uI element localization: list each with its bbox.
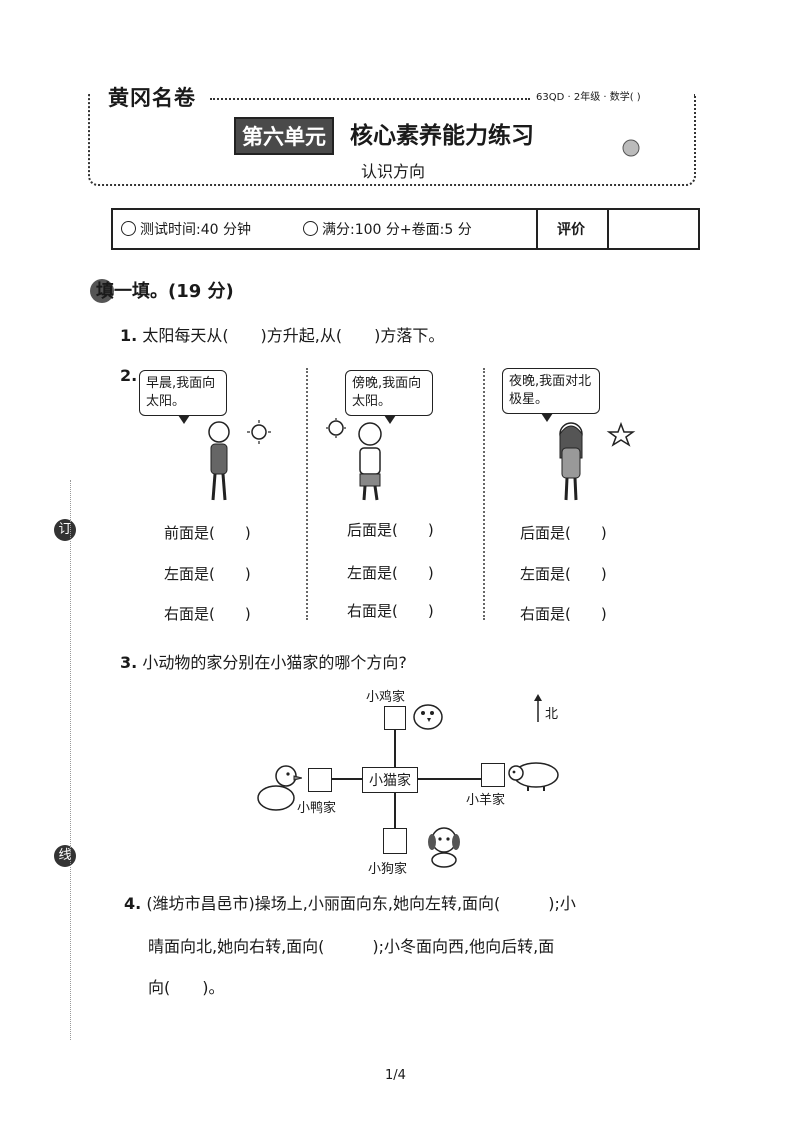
question-1: 1. 太阳每天从( )方升起,从( )方落下。 [120,326,445,345]
section-title: 填一填。(19 分) [96,281,234,302]
page-number: 1/4 [385,1068,406,1083]
question-4-line-2: 晴面向北,她向右转,面向( );小冬面向西,他向后转,面 [148,937,555,956]
binding-line [70,480,71,1040]
test-time: 测试时间:40 分钟 [121,219,251,239]
duck-house-label: 小鸭家 [297,801,337,816]
fill-left: 左面是( ) [520,565,607,583]
question-2-number: 2. [120,366,138,385]
sheep-house [481,763,505,787]
brand-logo: 黄冈名卷 [108,85,196,110]
sheep-icon [508,762,559,791]
boy-evening-figure [326,418,382,501]
speech-bubble-evening: 傍晚,我面向太阳。 [345,370,433,424]
series-label: 63QD · 2年级 · 数学( ) [536,92,641,103]
fill-right: 右面是( ) [520,605,607,623]
question-4-line-3: 向( )。 [148,978,225,997]
full-score: 满分:100 分+卷面:5 分 [303,219,472,239]
dog-house-label: 小狗家 [368,862,408,877]
unit-badge: 第六单元 [234,117,334,155]
info-divider [536,210,538,248]
dog-house [383,828,407,854]
question-4-line-1: 4. (潍坊市昌邑市)操场上,小丽面向东,她向左转,面向( );小 [124,894,576,913]
girl-night-figure [559,421,636,501]
speech-bubble-morning: 早晨,我面向太阳。 [139,370,227,424]
column-divider [306,368,308,620]
speech-bubble-night: 夜晚,我面对北极星。 [502,368,600,422]
boy-morning-figure [208,420,271,501]
page-subtitle: 认识方向 [361,162,426,181]
decor-ball-icon [622,139,640,157]
chicken-house-label: 小鸡家 [366,690,406,705]
fill-left: 左面是( ) [347,564,434,582]
page-title: 核心素养能力练习 [350,123,534,149]
duck-icon [257,765,302,811]
duck-house [308,768,332,792]
clock-icon [121,221,136,236]
header-dotted-rule [210,98,530,100]
fill-back: 后面是( ) [520,524,607,542]
north-arrow-icon [534,694,542,722]
fill-front: 前面是( ) [164,524,251,542]
cat-house: 小猫家 [362,767,418,793]
north-label: 北 [545,707,559,722]
column-divider [483,368,485,620]
dog-icon [428,827,460,868]
fill-left: 左面是( ) [164,565,251,583]
info-divider [607,210,609,248]
binding-mark: 订 [54,519,76,541]
question-3: 3. 小动物的家分别在小猫家的哪个方向? [120,653,407,672]
chicken-house [384,706,406,730]
check-icon [303,221,318,236]
header-frame [88,94,696,186]
sheep-house-label: 小羊家 [466,793,506,808]
fill-right: 右面是( ) [347,602,434,620]
binding-mark: 线 [54,845,76,867]
fill-right: 右面是( ) [164,605,251,623]
info-bar: 测试时间:40 分钟 满分:100 分+卷面:5 分 评价 [111,208,700,250]
eval-label: 评价 [557,222,585,238]
section-badge [90,279,114,303]
chicken-icon [413,704,443,730]
fill-back: 后面是( ) [347,521,434,539]
